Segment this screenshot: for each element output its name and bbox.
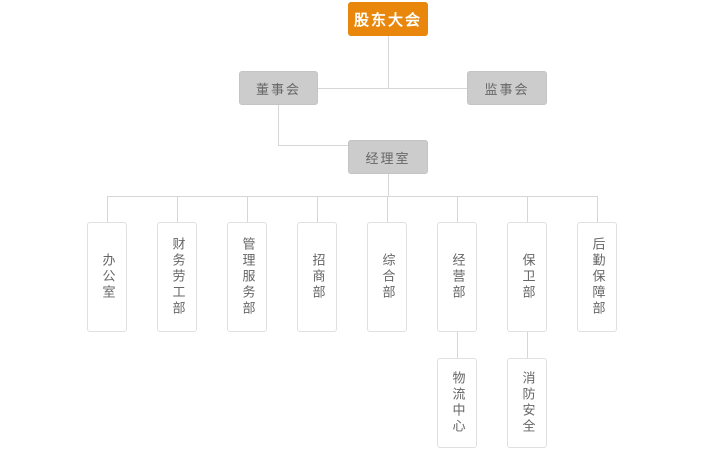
node-label: 管理服务部 [239, 237, 255, 317]
connector-level2-bus [318, 88, 467, 89]
connector-drop-general [387, 196, 388, 222]
connector-board-to-manager [278, 145, 348, 146]
connector-drop-logistics [597, 196, 598, 222]
node-subunit-fire-safety[interactable]: 消防安全 [507, 358, 547, 448]
node-subunit-logistics-center[interactable]: 物流中心 [437, 358, 477, 448]
node-department-general-affairs[interactable]: 综合部 [367, 222, 407, 332]
node-label: 经理室 [365, 151, 411, 167]
connector-drop-office [107, 196, 108, 222]
connector-departments-bus [107, 196, 597, 197]
node-manager-office[interactable]: 经理室 [348, 140, 428, 174]
node-label: 消防安全 [519, 371, 535, 435]
node-department-office[interactable]: 办公室 [87, 222, 127, 332]
node-department-operations[interactable]: 经营部 [437, 222, 477, 332]
node-label: 经营部 [449, 253, 465, 301]
node-label: 财务劳工部 [169, 237, 185, 317]
node-label: 保卫部 [519, 253, 535, 301]
connector-board-down [278, 105, 279, 145]
node-label: 招商部 [309, 253, 325, 301]
connector-drop-investment [317, 196, 318, 222]
node-board-of-directors[interactable]: 董事会 [239, 71, 318, 105]
node-label: 综合部 [379, 253, 395, 301]
connector-manager-down [388, 174, 389, 196]
node-label: 股东大会 [353, 10, 422, 29]
node-board-of-supervisors[interactable]: 监事会 [467, 71, 547, 105]
node-department-logistics-support[interactable]: 后勤保障部 [577, 222, 617, 332]
node-label: 董事会 [255, 82, 301, 98]
node-label: 物流中心 [449, 371, 465, 435]
connector-drop-mgmtservice [247, 196, 248, 222]
node-department-security[interactable]: 保卫部 [507, 222, 547, 332]
connector-drop-security [527, 196, 528, 222]
node-label: 后勤保障部 [589, 237, 605, 317]
connector-drop-finance [177, 196, 178, 222]
node-department-management-service[interactable]: 管理服务部 [227, 222, 267, 332]
node-label: 办公室 [99, 253, 115, 301]
node-shareholders-meeting[interactable]: 股东大会 [348, 2, 428, 36]
node-department-investment[interactable]: 招商部 [297, 222, 337, 332]
connector-drop-logisticscenter [457, 332, 458, 358]
connector-root-down [388, 36, 389, 88]
node-label: 监事会 [484, 82, 530, 98]
connector-drop-operations [457, 196, 458, 222]
connector-drop-firesafety [527, 332, 528, 358]
node-department-finance-labor[interactable]: 财务劳工部 [157, 222, 197, 332]
